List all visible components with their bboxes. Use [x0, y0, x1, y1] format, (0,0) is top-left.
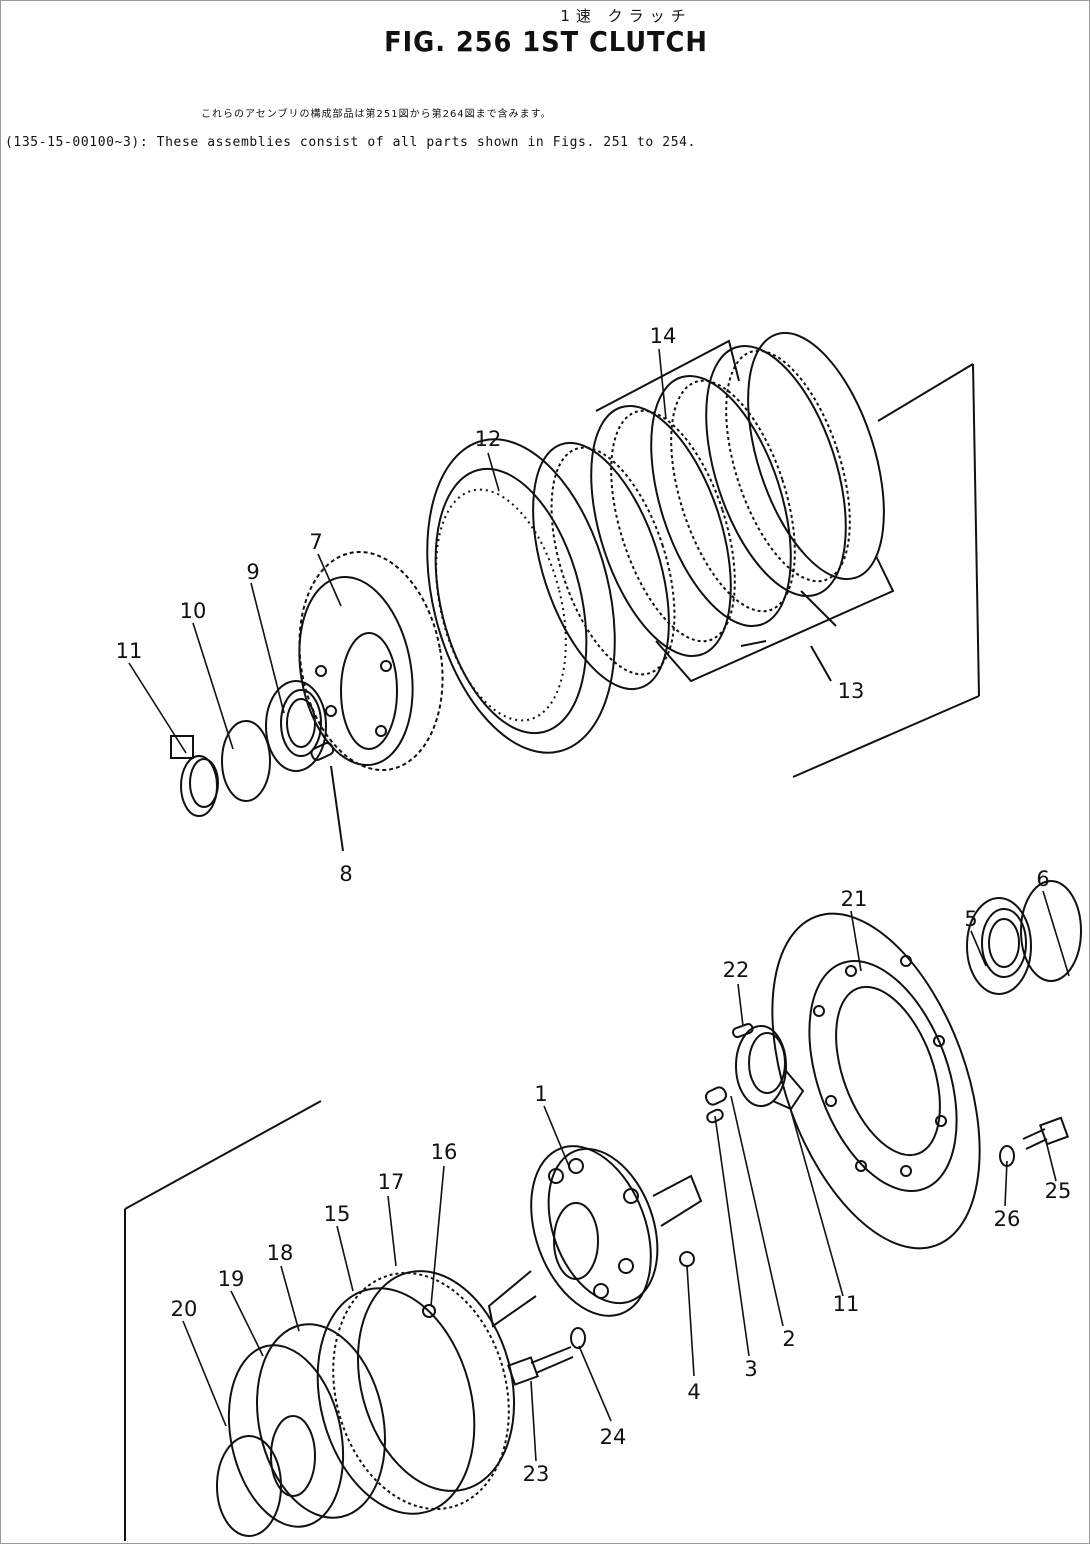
callout-4: 4 [687, 1380, 700, 1404]
callout-12: 12 [475, 427, 502, 451]
callout-21: 21 [841, 887, 868, 911]
callout-25: 25 [1045, 1179, 1072, 1203]
collar-11-upper [170, 735, 219, 817]
callout-8: 8 [339, 862, 352, 886]
callout-5: 5 [964, 907, 977, 931]
callout-14: 14 [650, 324, 677, 348]
callout-13: 13 [838, 679, 865, 703]
seal-rings-2-3 [704, 1086, 728, 1124]
callout-1: 1 [534, 1082, 547, 1106]
callout-20: 20 [171, 1297, 198, 1321]
pin-8 [310, 742, 344, 852]
pin-22 [732, 1023, 754, 1039]
assembly-note-english: (135-15-00100~3): These assemblies consi… [5, 135, 696, 150]
callout-3: 3 [744, 1357, 757, 1381]
upper-group-frame [595, 339, 980, 778]
upper-leaders [128, 348, 667, 754]
figure-title: FIG. 256 1ST CLUTCH [384, 25, 708, 58]
piston-12 [426, 438, 616, 754]
callout-16: 16 [431, 1140, 458, 1164]
callout-24: 24 [600, 1425, 627, 1449]
gear-7 [298, 550, 444, 772]
callout-11-upper: 11 [116, 639, 143, 663]
callout-11-lower: 11 [833, 1292, 860, 1316]
ball-4 [679, 1251, 695, 1267]
callout-22: 22 [723, 958, 750, 982]
callout-2: 2 [782, 1327, 795, 1351]
clutch-plates [532, 331, 885, 691]
callout-26: 26 [994, 1207, 1021, 1231]
washer-24 [570, 1327, 586, 1349]
collar-11-lower [735, 1025, 805, 1111]
bearing-9 [265, 680, 327, 772]
callout-23: 23 [523, 1462, 550, 1486]
callout-9: 9 [246, 560, 259, 584]
callout-6: 6 [1036, 867, 1049, 891]
snap-ring-20 [216, 1435, 282, 1537]
bolt-25 [1022, 1116, 1070, 1150]
callout-17: 17 [378, 1170, 405, 1194]
callout-15: 15 [324, 1202, 351, 1226]
shaft-hub-1 [487, 1145, 703, 1328]
snap-ring-6 [1020, 880, 1082, 982]
assembly-note-japanese: これらのアセンブリの構成部品は第251図から第264図まで含みます。 [201, 109, 552, 120]
bearing-5 [966, 897, 1032, 995]
ball-16 [422, 1304, 436, 1318]
callout-labels: 1 2 3 4 5 6 7 8 9 10 11 11 12 13 14 15 1… [116, 324, 1072, 1486]
spring-retainer-18-19 [227, 1323, 386, 1528]
japanese-title: 1速 クラッチ [560, 7, 692, 25]
snap-ring-10 [221, 720, 271, 802]
bolt-23 [507, 1346, 574, 1386]
callout-19: 19 [218, 1267, 245, 1291]
callout-7: 7 [309, 530, 322, 554]
lower-group-frame [124, 1100, 322, 1541]
plates-15-17 [316, 1270, 516, 1515]
callout-18: 18 [267, 1241, 294, 1265]
plates-bracket-13 [655, 555, 895, 683]
callout-10: 10 [180, 599, 207, 623]
lower-leaders [182, 890, 1070, 1462]
